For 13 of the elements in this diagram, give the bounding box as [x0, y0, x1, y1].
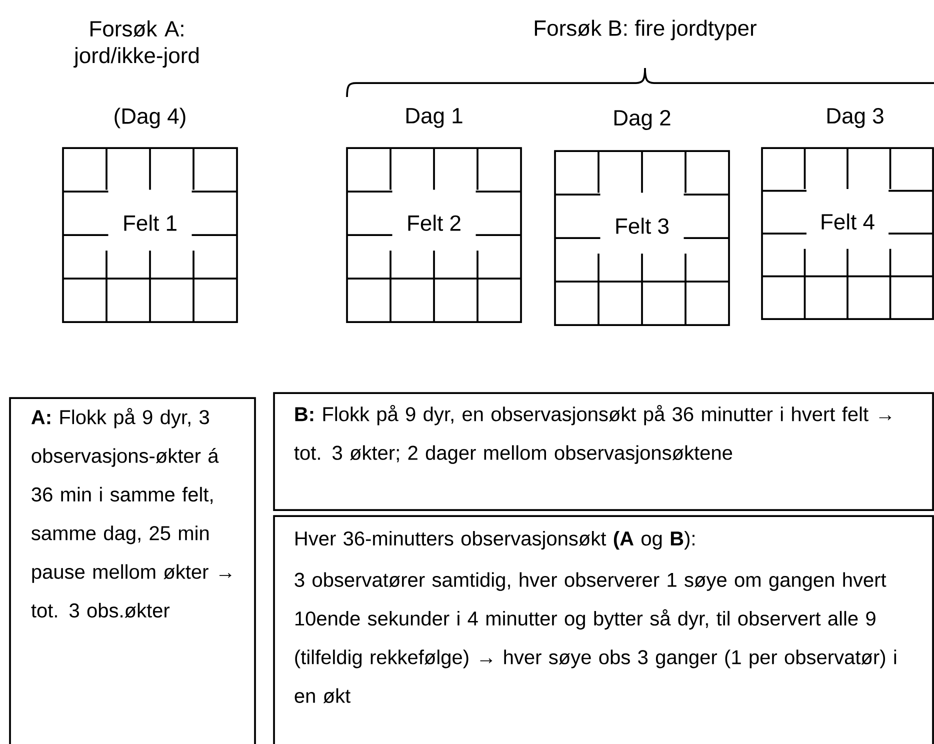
field-grid: Felt 1: [62, 147, 238, 323]
day-label: Dag 1: [406, 108, 462, 128]
day-label: Dag 2: [614, 110, 670, 130]
text-box: A: Flokk på 9 dyr, 3 observasjons-økter á 36 min i samme felt, samme dag, 25 min pause mellom økter → tot. 3 obs.økter: [9, 397, 256, 744]
field-grid: Felt 4: [761, 147, 934, 320]
field-grid: Felt 3: [554, 150, 730, 326]
text-box: Hver 36-minutters observasjonsøkt (A og B): 3 observatører samtidig, hver observerer 1 søye om gangen hvert 10ende sekunder i 4 minutter og bytter så dyr, til observert alle 9 (tilfeldig rekkefølge) → hver søye obs 3 ganger (1 per observatør) i en økt: [273, 515, 934, 744]
day-label: Dag 3: [827, 108, 884, 128]
day-label: (Dag 4): [114, 108, 186, 128]
field-grid: Felt 2: [346, 147, 522, 323]
heading: Forsøk A: jord/ikke-jord: [74, 20, 199, 68]
text-box: B: Flokk på 9 dyr, en observasjonsøkt på 36 minutter i hvert felt → tot. 3 økter; 2 dager mellom observasjonsøktene: [273, 392, 934, 511]
heading: Forsøk B: fire jordtyper: [534, 20, 756, 40]
